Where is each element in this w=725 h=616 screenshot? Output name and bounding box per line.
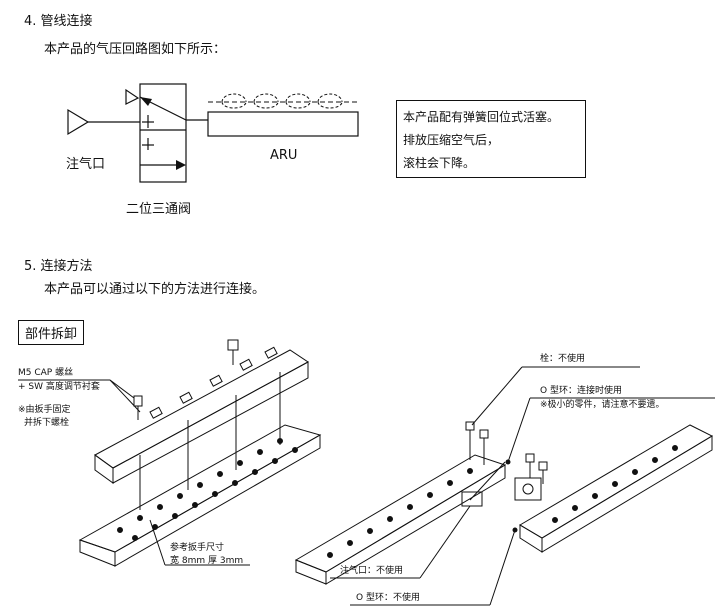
section-5-heading: 5. 连接方法: [24, 259, 93, 274]
inlet-label: 注气口: [66, 157, 106, 172]
inlet-triangle: [67, 108, 90, 136]
section-4-intro: 本产品的气压回路图如下所示：: [44, 42, 227, 57]
note-line: 排放压缩空气后，: [403, 133, 500, 147]
cover-bar: [94, 349, 309, 469]
note-line: 滚柱会下降。: [403, 156, 476, 170]
aru-label: ARU: [270, 148, 298, 163]
inlet-unused-label: 注气口：不使用: [340, 566, 404, 576]
wrench-note-2: 并拆下螺栓: [24, 418, 70, 428]
oring-unused-label: O 型环：不使用: [356, 593, 420, 603]
valve-label: 二位三通阀: [126, 202, 192, 217]
wrench-size-label: 参考扳手尺寸: [170, 543, 225, 553]
valve-body: [139, 83, 187, 183]
connector-block: [514, 477, 542, 501]
wrench-size-value: 宽 8mm 厚 3mm: [170, 556, 244, 566]
parts-box: 部件拆卸: [18, 320, 85, 345]
shim-label: + SW 高度调节衬套: [18, 382, 100, 392]
note-box: 本产品配有弹簧回位式活塞。 排放压缩空气后， 滚柱会下降。: [396, 100, 586, 178]
section-5-intro: 本产品可以通过以下的方法进行连接。: [44, 282, 266, 297]
screw-label: M5 CAP 螺丝: [18, 368, 74, 378]
oring-used-label: O 型环：连接时使用: [540, 386, 622, 396]
aru-body: [207, 111, 359, 137]
oring-note: ※极小的零件，请注意不要遗。: [540, 400, 665, 410]
wrench-note-1: ※由扳手固定: [18, 405, 71, 415]
section-4-heading: 4. 管线连接: [24, 14, 93, 29]
plug-label: 栓：不使用: [540, 354, 586, 364]
note-line: 本产品配有弹簧回位式活塞。: [403, 110, 560, 124]
